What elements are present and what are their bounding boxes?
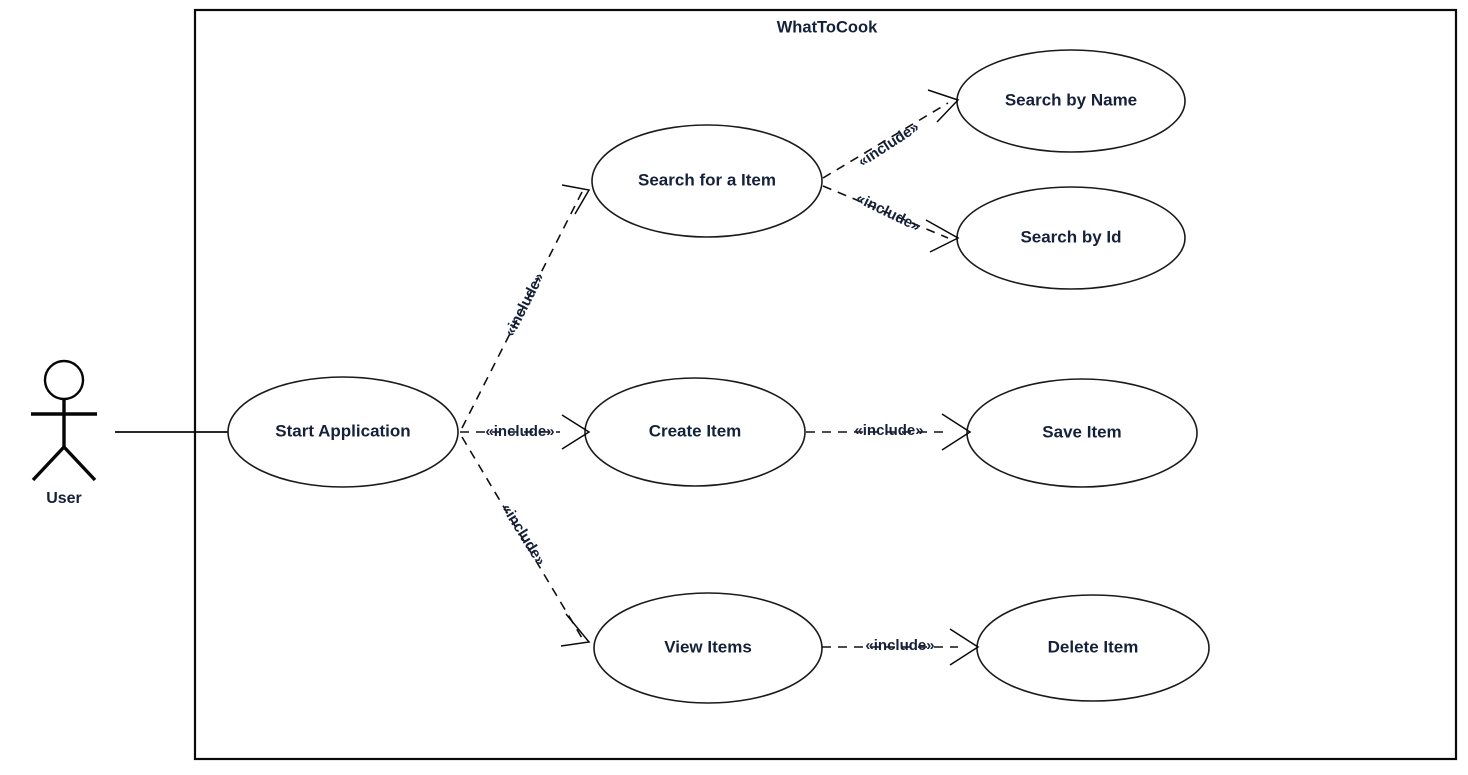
use-case-search-by-id[interactable]: Search by Id: [956, 186, 1186, 290]
use-case-ellipse: [591, 124, 823, 238]
use-case-search-for-a-item[interactable]: Search for a Item: [591, 124, 823, 238]
arrow-head-icon: [561, 414, 591, 450]
system-boundary: [193, 8, 1458, 761]
actor-left-leg-icon: [31, 445, 66, 482]
use-case-ellipse: [584, 377, 806, 487]
arrow-head-icon: [925, 219, 960, 253]
use-case-view-items[interactable]: View Items: [593, 592, 823, 704]
include-connector: [822, 102, 949, 179]
include-create-item-to-save-item[interactable]: «include»: [806, 413, 972, 451]
include-stereotype-label: «include»: [865, 637, 934, 654]
include-connector: [461, 191, 583, 429]
actor-right-leg-icon: [62, 445, 97, 482]
system-boundary-title: WhatToCook: [777, 18, 878, 36]
include-view-items-to-delete-item[interactable]: «include»: [822, 628, 980, 666]
use-case-start-application[interactable]: Start Application: [227, 376, 459, 488]
use-case-search-by-name[interactable]: Search by Name: [956, 49, 1186, 153]
include-stereotype-label: «include»: [854, 422, 923, 439]
actor-user[interactable]: User: [31, 359, 97, 507]
use-case-label: Search by Name: [1005, 90, 1137, 109]
use-case-create-item[interactable]: Create Item: [584, 377, 806, 487]
include-connector: [461, 436, 583, 639]
arrow-head-icon: [941, 413, 972, 451]
use-case-ellipse: [593, 592, 823, 704]
include-connector: [822, 185, 949, 239]
arrow-head-icon: [561, 184, 591, 215]
use-case-label: Create Item: [649, 421, 742, 440]
use-case-label: Start Application: [275, 421, 410, 440]
use-case-label: Save Item: [1042, 422, 1121, 441]
use-case-save-item[interactable]: Save Item: [966, 378, 1198, 488]
use-case-label: Delete Item: [1048, 637, 1139, 656]
actor-label: User: [46, 490, 82, 507]
use-case-label: Search by Id: [1020, 227, 1121, 246]
use-case-ellipse: [227, 376, 459, 488]
include-stereotype-label: «include»: [485, 423, 554, 440]
arrow-head-icon: [560, 613, 591, 647]
include-start-application-to-create-item[interactable]: «include»: [460, 414, 591, 450]
arrow-head-icon: [927, 89, 960, 123]
use-case-delete-item[interactable]: Delete Item: [976, 594, 1210, 702]
actor-head-icon: [43, 359, 85, 401]
use-case-ellipse: [966, 378, 1198, 488]
arrow-head-icon: [949, 628, 980, 666]
use-case-label: View Items: [664, 637, 752, 656]
use-case-label: Search for a Item: [638, 170, 776, 189]
